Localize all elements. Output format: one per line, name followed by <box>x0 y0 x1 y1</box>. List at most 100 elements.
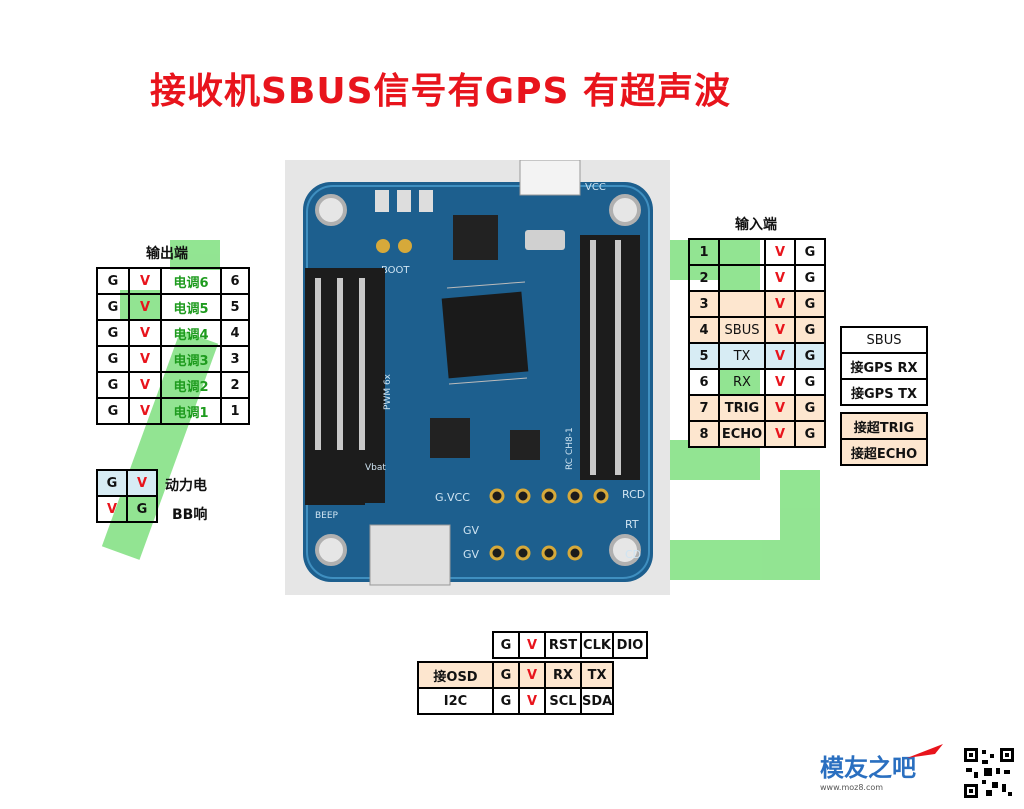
input-cell-sig: TX <box>718 342 766 370</box>
bottom-cell: V <box>518 687 546 715</box>
input-cell-g: G <box>794 394 826 422</box>
power-row: G V <box>96 469 158 497</box>
input-cell-num: 2 <box>688 264 720 292</box>
board-label-gv1: GV <box>463 524 480 537</box>
output-cell-num: 4 <box>220 319 250 347</box>
input-side-table-top: SBUS 接GPS RX 接GPS TX <box>840 326 928 406</box>
output-cell-name: 电调5 <box>160 293 222 321</box>
bottom-cell: V <box>518 661 546 689</box>
bottom-table: 接OSD G V RX TX I2C G V SCL SDA <box>417 661 615 715</box>
output-cell-name: 电调2 <box>160 371 222 399</box>
bottom-header-cell: RST <box>544 631 582 659</box>
output-cell-num: 2 <box>220 371 250 399</box>
output-cell-num: 3 <box>220 345 250 373</box>
bottom-cell: TX <box>579 661 615 689</box>
bottom-row-label: 接OSD <box>417 661 494 689</box>
input-cell-g: G <box>794 420 826 448</box>
output-cell-g: G <box>96 319 130 347</box>
board-label-beep: BEEP <box>315 511 339 521</box>
input-cell-sig <box>718 238 766 266</box>
output-cell-v: V <box>128 267 162 295</box>
airplane-icon <box>907 744 943 758</box>
input-cell-num: 3 <box>688 290 720 318</box>
output-cell-v: V <box>128 397 162 425</box>
board-label-pwm: PWM 6x <box>383 373 393 410</box>
power-cell: G <box>126 495 158 523</box>
output-cell-v: V <box>128 319 162 347</box>
board-label-gv2: GV <box>463 548 480 561</box>
input-cell-v: V <box>764 368 796 396</box>
input-cell-v: V <box>764 394 796 422</box>
input-cell-sig: RX <box>718 368 766 396</box>
input-cell-sig: TRIG <box>718 394 766 422</box>
input-cell-sig <box>718 290 766 318</box>
board-label-rt: RT <box>625 518 639 531</box>
power-label-motor: 动力电 <box>165 478 207 494</box>
bottom-header-cell: V <box>518 631 546 659</box>
input-cell-num: 7 <box>688 394 720 422</box>
bottom-cell: G <box>492 687 520 715</box>
bottom-cell: SCL <box>544 687 582 715</box>
output-cell-name: 电调4 <box>160 319 222 347</box>
input-cell-sig: ECHO <box>718 420 766 448</box>
board-label-rc: RC CH8-1 <box>565 427 575 470</box>
input-cell-num: 1 <box>688 238 720 266</box>
power-table: G V V G <box>96 469 158 523</box>
power-cell: V <box>96 495 128 523</box>
input-cell-sig: SBUS <box>718 316 766 344</box>
power-row: V G <box>96 495 158 523</box>
output-cell-v: V <box>128 345 162 373</box>
site-logo[interactable]: 模友之吧 www.moz8.com <box>820 748 916 792</box>
output-cell-v: V <box>128 293 162 321</box>
input-cell-g: G <box>794 316 826 344</box>
side-label-gps-tx: 接GPS TX <box>840 378 928 406</box>
side-label-trig: 接超TRIG <box>840 412 928 440</box>
board-label-vcc: VCC <box>585 182 606 193</box>
board-label-vbat: Vbat <box>365 463 386 473</box>
side-label-sbus: SBUS <box>840 326 928 354</box>
output-cell-name: 电调3 <box>160 345 222 373</box>
input-cell-v: V <box>764 342 796 370</box>
input-side-table-bottom: 接超TRIG 接超ECHO <box>840 412 928 466</box>
input-cell-num: 4 <box>688 316 720 344</box>
power-label-buzzer: BB响 <box>172 507 208 523</box>
power-cell: G <box>96 469 128 497</box>
input-cell-g: G <box>794 264 826 292</box>
bottom-header-cell: G <box>492 631 520 659</box>
power-cell: V <box>126 469 158 497</box>
input-label: 输入端 <box>735 217 777 233</box>
bottom-row-label: I2C <box>417 687 494 715</box>
output-cell-g: G <box>96 345 130 373</box>
output-cell-name: 电调6 <box>160 267 222 295</box>
board-label-boot: BOOT <box>381 265 410 276</box>
output-cell-v: V <box>128 371 162 399</box>
output-cell-num: 5 <box>220 293 250 321</box>
side-label-gps-rx: 接GPS RX <box>840 352 928 380</box>
page-title: 接收机SBUS信号有GPS 有超声波 <box>150 71 731 112</box>
input-cell-sig <box>718 264 766 292</box>
input-cell-g: G <box>794 368 826 396</box>
input-cell-g: G <box>794 238 826 266</box>
output-cell-g: G <box>96 397 130 425</box>
input-cell-v: V <box>764 264 796 292</box>
output-cell-name: 电调1 <box>160 397 222 425</box>
bottom-cell: SDA <box>579 687 615 715</box>
input-cell-g: G <box>794 290 826 318</box>
side-label-echo: 接超ECHO <box>840 438 928 466</box>
input-cell-v: V <box>764 316 796 344</box>
output-label: 输出端 <box>146 246 188 262</box>
input-cell-num: 8 <box>688 420 720 448</box>
board-label-gvcc: G.VCC <box>435 491 470 504</box>
output-cell-num: 6 <box>220 267 250 295</box>
input-cell-v: V <box>764 290 796 318</box>
output-cell-g: G <box>96 371 130 399</box>
input-cell-v: V <box>764 420 796 448</box>
